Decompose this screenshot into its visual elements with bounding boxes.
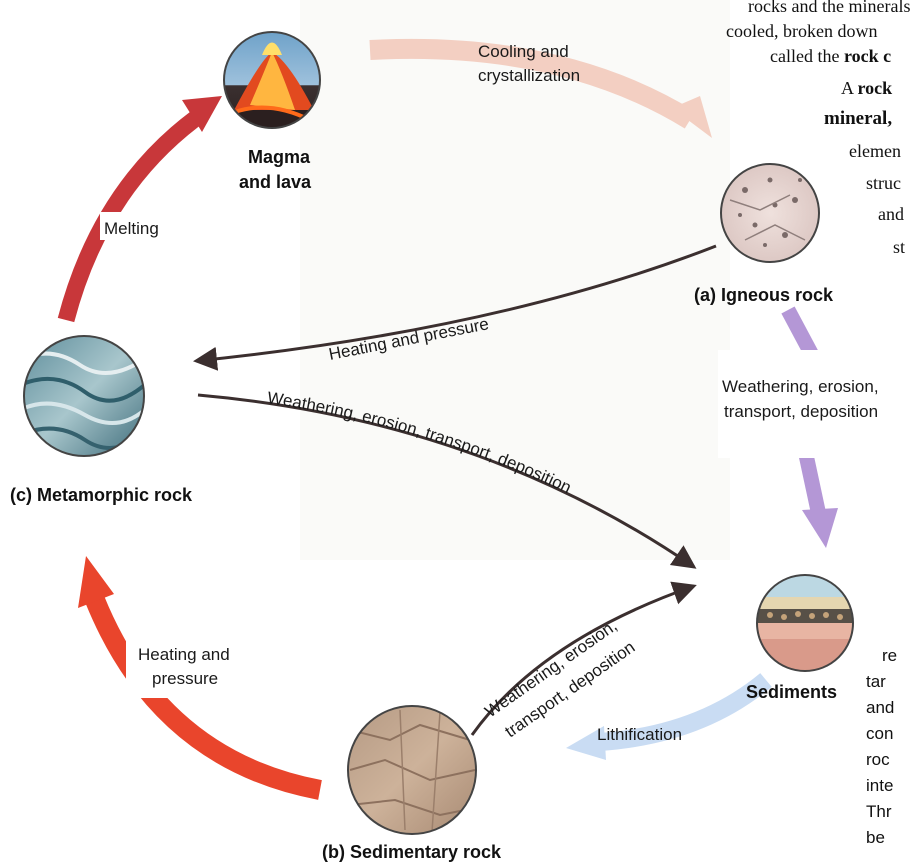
igneous-rock-image — [720, 163, 820, 263]
page-text-line: tar — [866, 672, 886, 691]
sedimentary-rock-image — [348, 706, 476, 834]
page-text-line: called the rock c — [770, 46, 891, 66]
weathering-right-label-2: transport, deposition — [724, 402, 878, 421]
page-text-line: struc — [866, 173, 901, 193]
sediments-label: Sediments — [746, 682, 837, 702]
lithification-arrow — [566, 680, 766, 760]
page-text-line: st — [893, 237, 905, 257]
page-text-line: elemen — [849, 141, 901, 161]
metamorphic-rock-image — [20, 336, 150, 456]
lithification-label: Lithification — [597, 725, 682, 744]
melting-arrow — [66, 96, 222, 320]
weathering-right-label-1: Weathering, erosion, — [722, 377, 879, 396]
page-text-line: rocks and the minerals — [748, 0, 910, 16]
sediments-image — [757, 575, 853, 671]
page-text-bottom: re tar and con roc inte Thr be — [866, 646, 897, 847]
page-text-line: mineral, — [824, 108, 892, 129]
page-text-line: inte — [866, 776, 893, 795]
weathering-curve-small — [472, 586, 694, 735]
magma-label-2: and lava — [239, 172, 312, 192]
melting-label: Melting — [104, 219, 159, 238]
heating-left-label-2: pressure — [152, 669, 218, 688]
metamorphic-label: (c) Metamorphic rock — [10, 485, 193, 505]
page-text-line: con — [866, 724, 893, 743]
page-text-line: be — [866, 828, 885, 847]
page-text-line: cooled, broken down — [726, 21, 877, 41]
page-text-line: re — [882, 646, 897, 665]
heating-left-label-1: Heating and — [138, 645, 230, 664]
page-text-line: roc — [866, 750, 890, 769]
sedimentary-label: (b) Sedimentary rock — [322, 842, 502, 862]
page-text-line: and — [878, 204, 904, 224]
page-text-line: A rock — [841, 78, 892, 98]
magma-label-1: Magma — [248, 147, 311, 167]
cooling-label-1: Cooling and — [478, 42, 569, 61]
cooling-label-2: crystallization — [478, 66, 580, 85]
igneous-label: (a) Igneous rock — [694, 285, 834, 305]
magma-image — [224, 32, 320, 130]
page-text-line: Thr — [866, 802, 892, 821]
page-text-line: and — [866, 698, 894, 717]
